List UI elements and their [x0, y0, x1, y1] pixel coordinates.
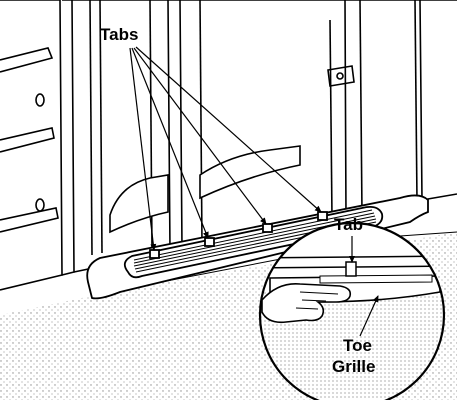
- toe-grille-main: [86, 194, 429, 300]
- tabs-label: Tabs: [100, 25, 138, 44]
- tabs-callout: Tabs: [100, 25, 322, 251]
- toe-grille-label-line1: Toe: [343, 336, 372, 355]
- tab-label: Tab: [334, 215, 363, 234]
- toe-grille-label-line2: Grille: [332, 357, 375, 376]
